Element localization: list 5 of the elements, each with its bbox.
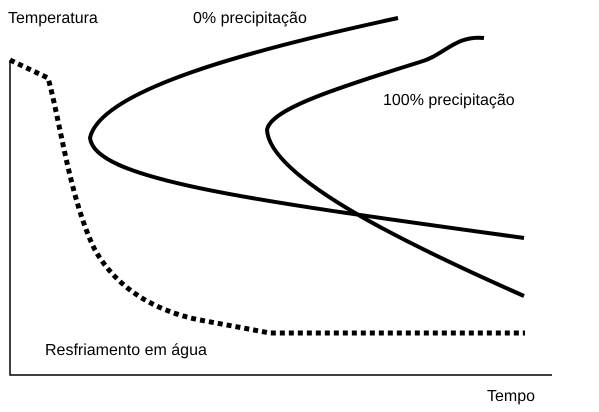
axis-label: Tempo xyxy=(487,388,536,406)
curve-label: 100% precipitação xyxy=(383,92,515,110)
curve-label: 0% precipitação xyxy=(193,10,307,28)
axis-label: Temperatura xyxy=(8,10,98,28)
curve-label: Resfriamento em água xyxy=(45,342,207,360)
